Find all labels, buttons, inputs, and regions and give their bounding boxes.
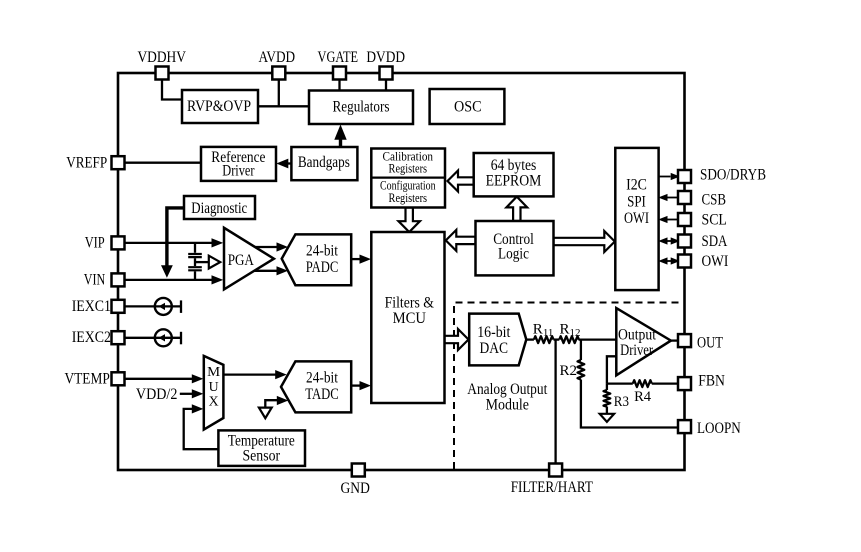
svg-text:FBN: FBN bbox=[698, 372, 725, 389]
svg-text:LOOPN: LOOPN bbox=[697, 420, 741, 437]
svg-text:Temperature: Temperature bbox=[228, 433, 295, 450]
svg-text:Filters &: Filters & bbox=[385, 295, 434, 312]
svg-text:VIN: VIN bbox=[84, 271, 106, 288]
svg-text:Registers: Registers bbox=[389, 161, 428, 175]
svg-text:FILTER/HART: FILTER/HART bbox=[511, 479, 594, 496]
svg-text:OWI: OWI bbox=[624, 210, 649, 227]
svg-text:X: X bbox=[209, 394, 219, 409]
svg-text:PADC: PADC bbox=[306, 259, 339, 276]
svg-text:SPI: SPI bbox=[627, 194, 646, 211]
svg-text:Configuration: Configuration bbox=[380, 179, 436, 193]
svg-text:VDD/2: VDD/2 bbox=[136, 386, 178, 403]
svg-text:Calibration: Calibration bbox=[383, 150, 434, 164]
svg-text:Logic: Logic bbox=[498, 246, 529, 263]
svg-text:64 bytes: 64 bytes bbox=[491, 157, 537, 174]
svg-text:R11: R11 bbox=[533, 321, 554, 339]
svg-text:Driver: Driver bbox=[620, 342, 654, 359]
svg-text:R12: R12 bbox=[560, 321, 581, 339]
svg-text:SDA: SDA bbox=[702, 233, 729, 250]
svg-text:R2: R2 bbox=[560, 363, 578, 379]
svg-text:R4: R4 bbox=[634, 389, 651, 405]
svg-text:IEXC2: IEXC2 bbox=[72, 329, 111, 346]
svg-text:Module: Module bbox=[486, 396, 530, 413]
svg-text:Output: Output bbox=[618, 327, 657, 344]
svg-text:24-bit: 24-bit bbox=[306, 369, 338, 386]
svg-text:Bandgaps: Bandgaps bbox=[298, 154, 350, 171]
svg-text:GND: GND bbox=[341, 480, 370, 497]
svg-text:EEPROM: EEPROM bbox=[486, 172, 542, 189]
svg-text:Regulators: Regulators bbox=[333, 99, 390, 116]
svg-text:SDO/DRYB: SDO/DRYB bbox=[700, 167, 766, 184]
svg-text:MCU: MCU bbox=[393, 310, 426, 327]
svg-text:Sensor: Sensor bbox=[243, 447, 281, 464]
svg-text:Analog Output: Analog Output bbox=[467, 381, 548, 398]
svg-text:IEXC1: IEXC1 bbox=[72, 298, 111, 315]
svg-text:OSC: OSC bbox=[454, 99, 482, 116]
svg-text:SCL: SCL bbox=[702, 212, 727, 229]
svg-text:VDDHV: VDDHV bbox=[137, 49, 186, 66]
svg-text:RVP&OVP: RVP&OVP bbox=[187, 98, 251, 115]
svg-text:AVDD: AVDD bbox=[259, 49, 296, 66]
svg-text:CSB: CSB bbox=[702, 192, 727, 209]
svg-text:16-bit: 16-bit bbox=[477, 324, 511, 341]
svg-text:DVDD: DVDD bbox=[366, 49, 405, 66]
svg-text:PGA: PGA bbox=[228, 252, 255, 269]
svg-text:M: M bbox=[207, 365, 221, 380]
svg-text:Registers: Registers bbox=[389, 191, 428, 205]
svg-text:VREFP: VREFP bbox=[66, 154, 107, 171]
svg-text:R3: R3 bbox=[614, 394, 629, 410]
svg-text:TADC: TADC bbox=[305, 386, 339, 403]
svg-text:DAC: DAC bbox=[480, 340, 509, 357]
svg-text:24-bit: 24-bit bbox=[306, 243, 338, 260]
svg-text:Control: Control bbox=[493, 231, 534, 248]
svg-text:Diagnostic: Diagnostic bbox=[191, 200, 247, 217]
svg-text:Driver: Driver bbox=[222, 163, 255, 180]
svg-text:VTEMP: VTEMP bbox=[65, 370, 110, 387]
svg-text:VIP: VIP bbox=[85, 235, 105, 252]
svg-text:I2C: I2C bbox=[626, 177, 647, 194]
svg-text:VGATE: VGATE bbox=[318, 49, 359, 66]
svg-text:OUT: OUT bbox=[697, 334, 723, 351]
svg-text:OWI: OWI bbox=[702, 253, 729, 270]
svg-text:Reference: Reference bbox=[211, 149, 265, 166]
svg-text:U: U bbox=[209, 380, 219, 395]
